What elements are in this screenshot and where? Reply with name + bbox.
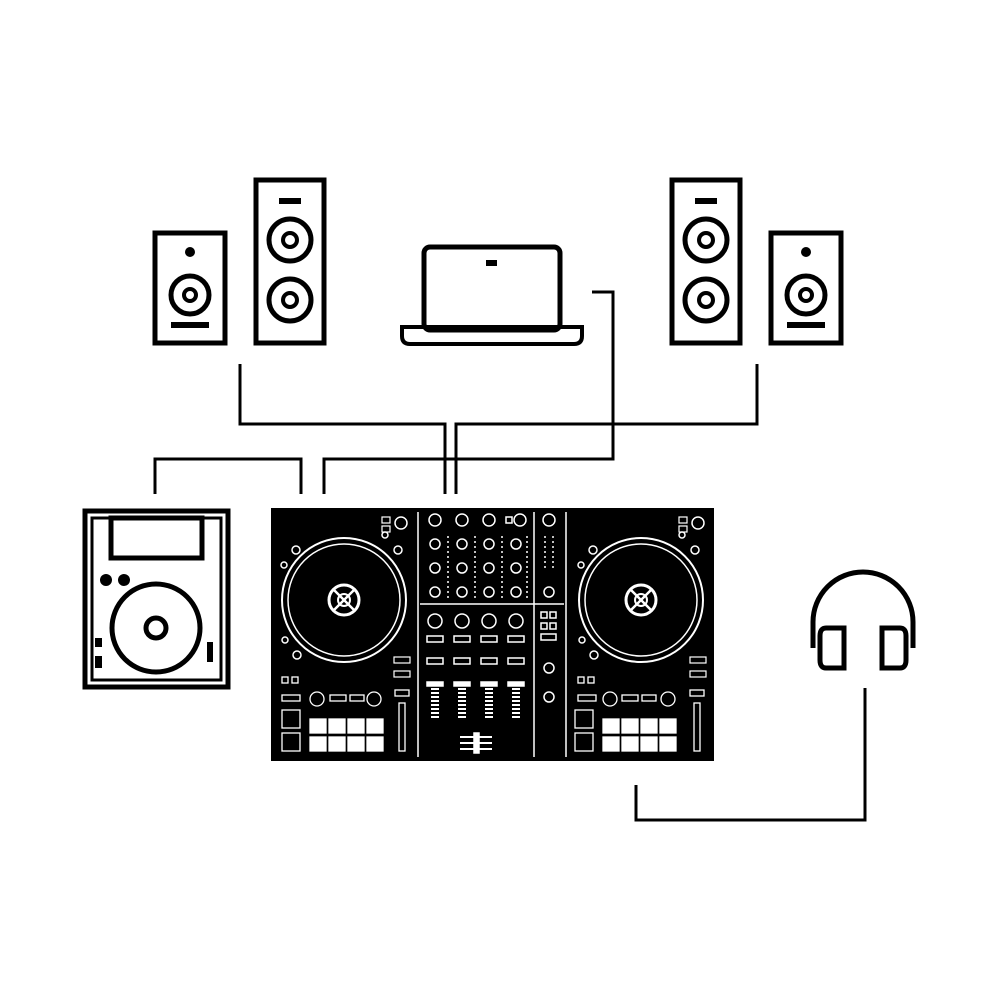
laptop-icon	[400, 244, 584, 346]
wire-cd-player-to-controller	[153, 457, 303, 494]
wire-laptop-to-controller	[322, 290, 615, 494]
wire-controller-to-headphones	[634, 688, 867, 822]
left-pad-section	[281, 676, 410, 752]
bookshelf-speaker-icon	[768, 230, 844, 346]
right-jog-wheel	[577, 516, 707, 678]
cdj-player-icon	[82, 508, 231, 690]
headphones-icon	[810, 569, 916, 671]
connection-wires	[153, 290, 867, 822]
tower-speaker-icon	[669, 177, 743, 346]
mixer-section	[426, 513, 557, 754]
right-pad-section	[574, 676, 705, 752]
dj-controller-icon	[271, 508, 714, 761]
left-jog-wheel	[280, 516, 411, 678]
wire-right-speakers-to-controller	[454, 364, 759, 494]
tower-speaker-icon	[253, 177, 327, 346]
wire-left-speakers-to-controller	[238, 364, 447, 494]
bookshelf-speaker-icon	[152, 230, 228, 346]
